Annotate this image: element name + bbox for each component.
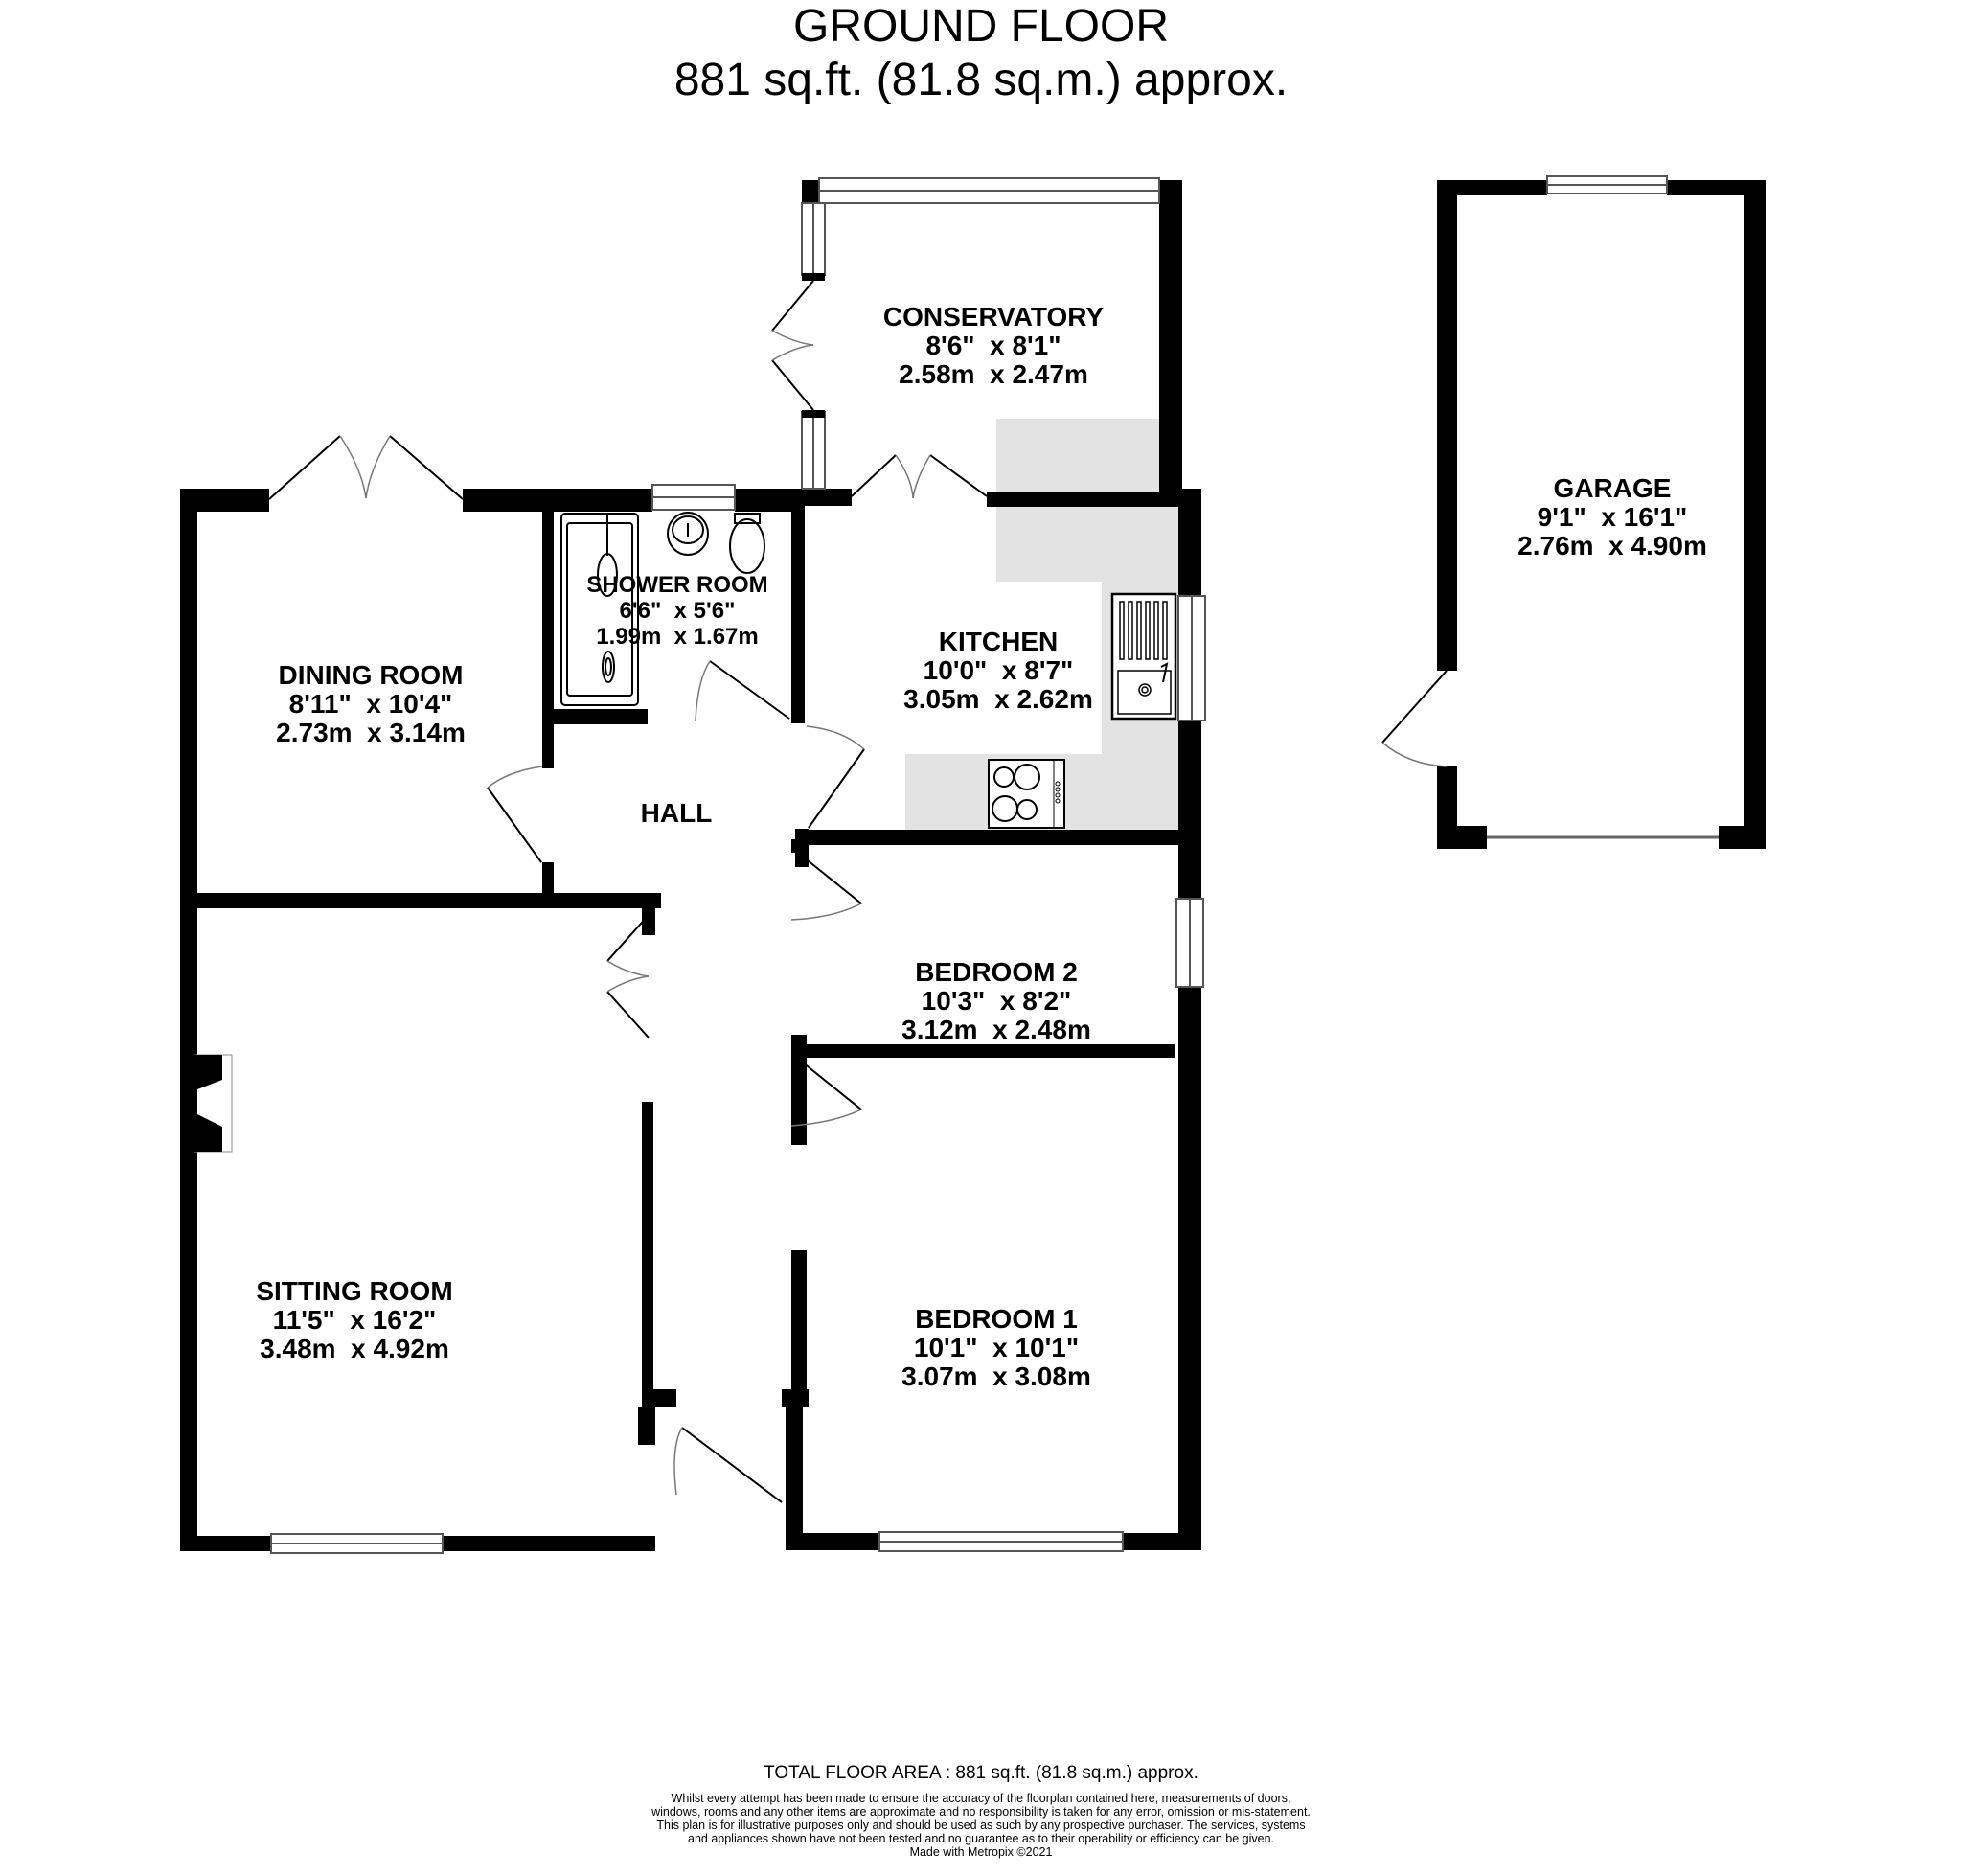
room-label-conservatory: CONSERVATORY 8'6" x 8'1" 2.58m x 2.47m xyxy=(883,303,1104,389)
kitchen-sink xyxy=(1110,592,1177,721)
bedroom-2-window xyxy=(1175,898,1204,988)
room-label-hall: HALL xyxy=(641,799,713,828)
room-label-sitting-room: SITTING ROOM 11'5" x 16'2" 3.48m x 4.92m xyxy=(256,1277,452,1363)
wash-basin xyxy=(667,512,709,556)
room-name: SITTING ROOM xyxy=(256,1276,453,1306)
room-dimensions-metric: 3.05m x 2.62m xyxy=(903,684,1093,714)
room-name: DINING ROOM xyxy=(278,660,464,690)
room-name: BEDROOM 1 xyxy=(915,1304,1078,1334)
shower-window xyxy=(651,484,736,511)
room-label-garage: GARAGE 9'1" x 16'1" 2.76m x 4.90m xyxy=(1517,474,1707,561)
room-name: BEDROOM 2 xyxy=(915,957,1078,987)
made-with-credit: Made with Metropix ©2021 xyxy=(909,1845,1053,1859)
shower-tray xyxy=(560,513,639,706)
room-dimensions-imperial: 8'6" x 8'1" xyxy=(925,331,1061,360)
kitchen-hob xyxy=(988,759,1065,829)
room-label-bedroom-2: BEDROOM 2 10'3" x 8'2" 3.12m x 2.48m xyxy=(901,958,1091,1044)
dining-room-door xyxy=(487,766,543,863)
room-label-kitchen: KITCHEN 10'0" x 8'7" 3.05m x 2.62m xyxy=(903,628,1093,714)
kitchen-door xyxy=(806,725,865,829)
kitchen-french-doors xyxy=(851,454,988,499)
kitchen-window xyxy=(1177,595,1206,721)
room-name: SHOWER ROOM xyxy=(586,572,768,598)
main-walls xyxy=(180,489,1201,1551)
bedroom-1-door xyxy=(790,1058,862,1127)
conservatory-walls xyxy=(802,180,1182,507)
sitting-room-window xyxy=(270,1533,444,1554)
total-floor-area: TOTAL FLOOR AREA : 881 sq.ft. (81.8 sq.m… xyxy=(764,1763,1198,1783)
room-label-shower-room: SHOWER ROOM 6'6" x 5'6" 1.99m x 1.67m xyxy=(586,572,767,650)
conservatory-wall-blocks xyxy=(802,273,825,418)
sitting-room-double-doors xyxy=(606,914,650,1039)
room-dimensions-imperial: 9'1" x 16'1" xyxy=(1537,502,1688,532)
disclaimer: Whilst every attempt has been made to en… xyxy=(646,1792,1316,1859)
room-dimensions-metric: 2.76m x 4.90m xyxy=(1517,531,1707,561)
room-dimensions-imperial: 6'6" x 5'6" xyxy=(619,598,736,624)
bedroom-2-door xyxy=(790,852,862,921)
room-dimensions-metric: 2.73m x 3.14m xyxy=(276,718,466,747)
dining-french-doors xyxy=(268,435,464,500)
toilet xyxy=(729,513,765,574)
disclaimer-text: Whilst every attempt has been made to en… xyxy=(651,1792,1311,1845)
room-dimensions-imperial: 10'1" x 10'1" xyxy=(913,1333,1080,1362)
garage-side-door xyxy=(1381,670,1448,767)
bedroom-1-window xyxy=(878,1531,1124,1552)
room-dimensions-metric: 1.99m x 1.67m xyxy=(596,624,759,650)
room-dimensions-imperial: 10'0" x 8'7" xyxy=(923,655,1074,685)
room-dimensions-imperial: 8'11" x 10'4" xyxy=(288,689,453,719)
room-label-dining-room: DINING ROOM 8'11" x 10'4" 2.73m x 3.14m xyxy=(276,661,466,747)
room-name: CONSERVATORY xyxy=(882,302,1105,332)
room-dimensions-imperial: 11'5" x 16'2" xyxy=(272,1305,437,1335)
conservatory-french-doors xyxy=(771,280,814,411)
fireplace xyxy=(194,1054,233,1153)
garage-window xyxy=(1546,175,1668,194)
room-name: HALL xyxy=(640,798,713,828)
room-name: GARAGE xyxy=(1553,473,1672,503)
front-door xyxy=(673,1427,783,1503)
room-dimensions-imperial: 10'3" x 8'2" xyxy=(921,986,1072,1016)
shower-room-door xyxy=(695,660,790,721)
conservatory-window-left xyxy=(801,202,826,490)
room-label-bedroom-1: BEDROOM 1 10'1" x 10'1" 3.07m x 3.08m xyxy=(901,1305,1091,1391)
garage-walls xyxy=(1437,180,1766,849)
room-dimensions-metric: 3.48m x 4.92m xyxy=(260,1334,449,1363)
room-name: KITCHEN xyxy=(938,627,1059,656)
room-dimensions-metric: 3.12m x 2.48m xyxy=(901,1015,1091,1044)
room-dimensions-metric: 3.07m x 3.08m xyxy=(901,1361,1091,1391)
floor-title: GROUND FLOOR xyxy=(792,1,1169,52)
floor-area: 881 sq.ft. (81.8 sq.m.) approx. xyxy=(673,55,1289,105)
room-dimensions-metric: 2.58m x 2.47m xyxy=(899,359,1088,389)
conservatory-window-top xyxy=(818,177,1160,204)
